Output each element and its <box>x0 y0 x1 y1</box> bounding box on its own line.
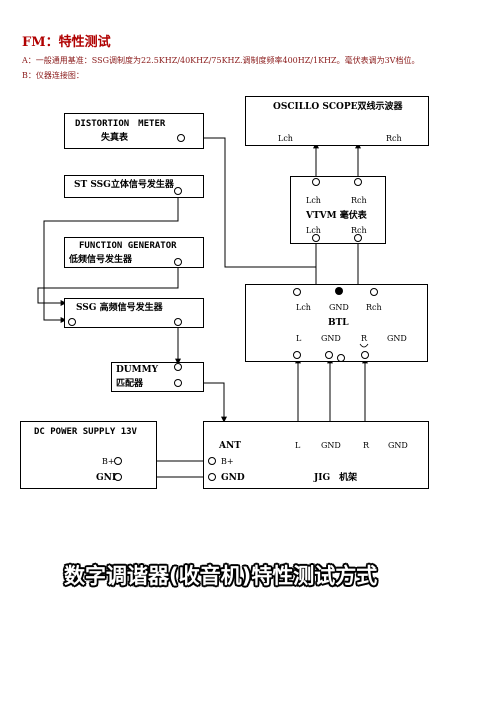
jig-l-label: L <box>295 441 301 450</box>
jig-bplus-label: B+ <box>221 457 234 466</box>
btl-gnd1-label: GND <box>321 334 341 343</box>
distortion-meter-terminal <box>177 134 185 142</box>
vtvm-lch-top-terminal <box>312 178 320 186</box>
btl-box: Lch GND Rch BTL L GND R GND <box>245 284 428 362</box>
btl-l-terminal <box>293 351 301 359</box>
dc-power-gnd-label: GND <box>96 473 120 483</box>
distortion-meter-title: DISTORTION METER <box>75 119 166 129</box>
btl-l-label: L <box>296 334 302 343</box>
vtvm-title: VTVM 毫伏表 <box>306 211 367 221</box>
ssg-hf-title: SSG 高频信号发生器 <box>76 303 163 313</box>
dc-power-bplus-terminal <box>114 457 122 465</box>
function-generator-title: FUNCTION GENERATOR <box>79 241 177 251</box>
jig-r-label: R <box>363 441 370 450</box>
vtvm-lch-bottom-terminal <box>312 234 320 242</box>
jig-gnd-left-label: GND <box>221 473 245 483</box>
btl-gnd1-terminal <box>325 351 333 359</box>
dummy-box: DUMMY 匹配器 <box>111 362 204 392</box>
dc-power-title: DC POWER SUPPLY 13V <box>34 427 137 437</box>
btl-gnd-top-terminal <box>335 287 343 295</box>
jig-ant-label: ANT <box>219 441 241 451</box>
btl-lch-label: Lch <box>296 303 311 312</box>
btl-r-terminal <box>361 351 369 359</box>
jig-gnd1-label: GND <box>321 441 341 450</box>
btl-r-connector-mark <box>359 343 369 348</box>
oscilloscope-lch-label: Lch <box>278 134 293 143</box>
jig-box: ANT B+ GND L GND R GND JIG 机架 <box>203 421 429 489</box>
oscilloscope-box: OSCILLO SCOPE双线示波器 Lch Rch <box>245 96 429 146</box>
dummy-output-terminal <box>174 379 182 387</box>
banner-title: 数字调谐器(收音机)特性测试方式 <box>64 564 378 588</box>
vtvm-rch-bottom: Rch <box>351 226 367 235</box>
oscilloscope-title: OSCILLO SCOPE双线示波器 <box>273 102 403 112</box>
distortion-meter-box: DISTORTION METER 失真表 <box>64 113 204 149</box>
function-generator-terminal <box>174 258 182 266</box>
vtvm-box: Lch Rch VTVM 毫伏表 Lch Rch <box>290 176 386 244</box>
jig-title: JIG 机架 <box>314 473 358 483</box>
dc-power-bplus-label: B+ <box>102 457 115 466</box>
btl-rch-label: Rch <box>366 303 382 312</box>
btl-extra-terminal <box>337 354 345 362</box>
st-ssg-title: ST SSG立体信号发生器 <box>74 180 174 190</box>
jig-bplus-terminal <box>208 457 216 465</box>
btl-r-label: R <box>361 334 368 343</box>
btl-gnd-top-label: GND <box>329 303 349 312</box>
general-standard-note: A：一般通用基准：SSG调制度为22.5KHZ/40KHZ/75KHZ.调制度频… <box>22 56 420 65</box>
st-ssg-terminal <box>174 187 182 195</box>
btl-gnd2-label: GND <box>387 334 407 343</box>
vtvm-rch-top: Rch <box>351 196 367 205</box>
dummy-input-terminal <box>174 363 182 371</box>
jig-gnd2-label: GND <box>388 441 408 450</box>
jig-gnd-terminal <box>208 473 216 481</box>
vtvm-rch-top-terminal <box>354 178 362 186</box>
wire-stssg-to-ssghf <box>43 196 179 323</box>
oscilloscope-rch-label: Rch <box>386 134 402 143</box>
btl-rch-terminal <box>370 288 378 296</box>
ssg-hf-left-terminal <box>68 318 76 326</box>
vtvm-lch-top: Lch <box>306 196 321 205</box>
btl-lch-terminal <box>293 288 301 296</box>
function-generator-subtitle: 低频信号发生器 <box>69 255 133 265</box>
dc-power-gnd-terminal <box>114 473 122 481</box>
dummy-title: DUMMY <box>116 365 159 375</box>
dc-power-supply-box: DC POWER SUPPLY 13V B+ GND <box>20 421 157 489</box>
page-heading: FM：特性测试 <box>22 35 111 50</box>
connection-diagram-label: B：仪器连接图： <box>22 71 84 80</box>
distortion-meter-subtitle: 失真表 <box>101 133 129 143</box>
ssg-hf-right-terminal <box>174 318 182 326</box>
vtvm-lch-bottom: Lch <box>306 226 321 235</box>
st-ssg-box: ST SSG立体信号发生器 <box>64 175 204 198</box>
vtvm-rch-bottom-terminal <box>354 234 362 242</box>
wire-fg-to-ssghf <box>37 265 179 306</box>
dummy-subtitle: 匹配器 <box>116 379 144 389</box>
btl-title: BTL <box>328 318 349 328</box>
